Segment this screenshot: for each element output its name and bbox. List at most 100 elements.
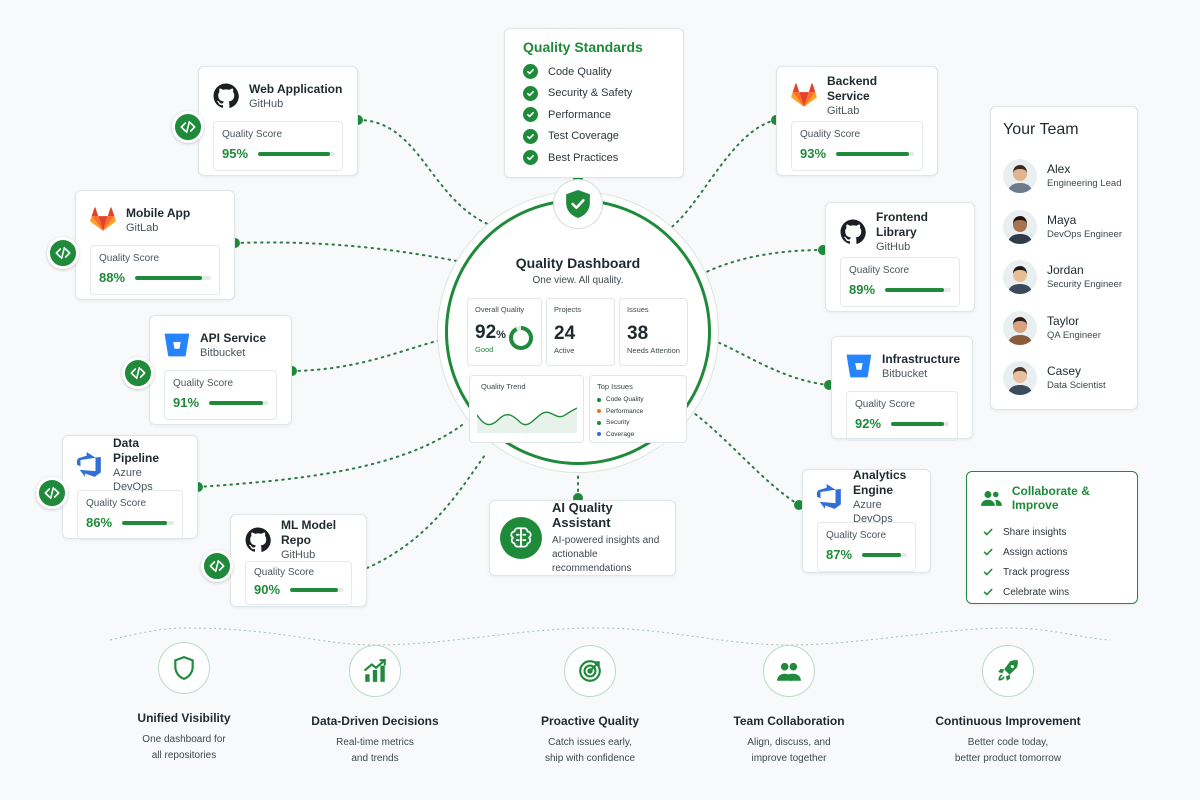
benefit-unified-visibility: Unified Visibility One dashboard for all… [84,642,284,764]
issues-label: Issues [627,305,649,314]
benefit-description: Align, discuss, and [747,737,831,748]
top-issues-label: Top Issues [597,382,633,391]
ai-quality-assistant-card[interactable]: AI Quality Assistant AI-powered insights… [489,500,676,576]
benefit-description: Catch issues early, [548,737,632,748]
repo-card-ml-model-repo[interactable]: ML Model Repo GitHub Quality Score 90% [230,514,367,607]
collaborate-title: Collaborate & Improve [1011,484,1090,512]
bitbucket-icon [164,332,190,358]
score-progress-fill [836,151,909,156]
quality-trend-label: Quality Trend [481,382,526,391]
quality-score-box: Quality Score 87% [817,522,916,572]
repo-card-frontend-library[interactable]: Frontend Library GitHub Quality Score 89… [825,202,975,312]
benefit-data-driven-decisions: Data-Driven Decisions Real-time metrics … [275,645,475,767]
overall-quality-label: Overall Quality [475,305,525,314]
quality-score-box: Quality Score 86% [77,490,183,540]
benefit-description: improve together [751,753,827,764]
projects-label: Projects [554,305,582,314]
quality-trend-widget[interactable]: Quality Trend [469,375,584,443]
score-label: Quality Score [222,129,283,140]
score-progress-bar [209,400,268,405]
score-label: Quality Score [173,378,234,389]
repo-title: Data Pipeline [113,436,160,465]
member-name: Taylor [1047,313,1080,328]
repo-platform: Azure DevOps [853,499,893,525]
check-icon [523,85,538,101]
benefit-continuous-improvement: Continuous Improvement Better code today… [908,645,1108,767]
repo-platform: GitLab [827,105,860,117]
repo-title: Infrastructure [882,351,961,366]
code-icon [47,237,79,269]
projects-widget[interactable]: Projects 24 Active [546,298,615,366]
repo-title: Frontend Library [876,210,928,239]
collaborate-item-label: Track progress [1003,566,1070,578]
collaborate-item-label: Celebrate wins [1003,586,1070,598]
member-name: Jordan [1047,263,1084,278]
repo-card-infrastructure[interactable]: Infrastructure Bitbucket Quality Score 9… [831,336,973,441]
score-progress-bar [258,151,334,156]
repo-card-backend-service[interactable]: Backend Service GitLab Quality Score 93% [776,66,938,176]
repo-card-data-pipeline[interactable]: Data Pipeline Azure DevOps Quality Score… [62,435,198,540]
repo-platform: GitHub [281,549,316,561]
score-value: 92% [855,416,882,431]
dashboard-title: Quality Dashboard [515,255,641,271]
collaborate-item: Track progress [981,562,1123,582]
repo-title: Backend Service [827,74,878,103]
top-issue-item: Coverage [597,429,679,441]
member-role: QA Engineer [1047,329,1101,341]
connector-node [287,366,297,376]
repo-card-mobile-app[interactable]: Mobile App GitLab Quality Score 88% [75,190,235,300]
rocket-icon [982,645,1034,697]
check-icon [523,107,538,123]
collaborate-item-label: Assign actions [1003,546,1068,558]
connector-node [573,493,583,503]
member-role: Data Scientist [1047,380,1106,392]
overall-quality-ring [509,326,533,350]
quality-standard-label: Code Quality [548,65,612,78]
repo-card-web-application[interactable]: Web Application GitHub Quality Score 95% [198,66,358,176]
connector-node [353,115,363,125]
quality-score-box: Quality Score 88% [90,245,220,295]
issue-color-dot [597,432,601,437]
repo-title: API Service [200,330,267,345]
dashboard-tagline: One view. All quality. [532,275,624,286]
github-icon [840,219,866,245]
collaborate-item: Assign actions [981,542,1123,562]
quality-standard-label: Test Coverage [548,130,619,143]
repo-title: Mobile App [126,205,191,220]
overall-quality-value: 92 [475,322,497,343]
projects-value: 24 [554,323,576,344]
shield-check-icon [553,179,603,229]
target-icon [564,645,616,697]
score-progress-fill [891,421,945,426]
score-progress-fill [258,151,331,156]
connector-node [193,482,203,492]
code-icon [122,357,154,389]
quality-standards-title: Quality Standards [523,39,643,55]
overall-quality-widget[interactable]: Overall Quality 92% Good [467,298,542,366]
issues-status: Needs Attention [627,346,680,355]
repo-card-api-service[interactable]: API Service Bitbucket Quality Score 91% [149,315,292,425]
repo-platform: Bitbucket [882,367,928,380]
score-value: 86% [86,515,113,530]
score-label: Quality Score [849,265,910,276]
top-issue-item: Security [597,417,679,429]
projects-status: Active [554,346,575,355]
score-label: Quality Score [855,399,916,410]
connector-node [573,173,583,183]
avatar [1003,260,1037,295]
repo-card-analytics-engine[interactable]: Analytics Engine Azure DevOps Quality Sc… [802,468,931,573]
check-icon [523,64,538,80]
repo-platform: GitHub [876,241,911,253]
issues-widget[interactable]: Issues 38 Needs Attention [619,298,688,366]
